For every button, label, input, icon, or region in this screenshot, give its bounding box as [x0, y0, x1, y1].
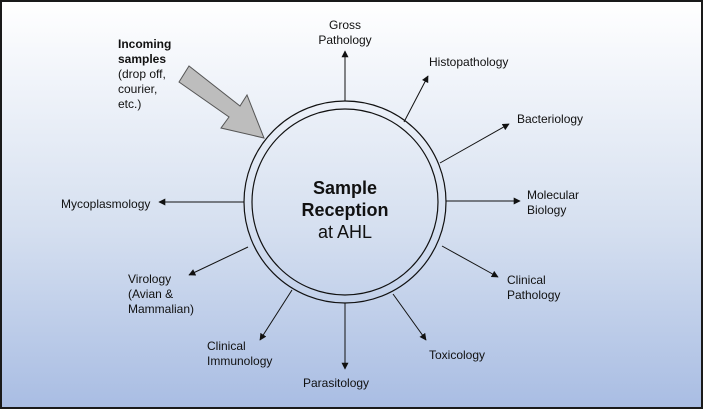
incoming-samples-arrow	[178, 65, 265, 139]
label-virology: Virology (Avian & Mammalian)	[128, 272, 194, 317]
label-line: Molecular	[527, 188, 580, 202]
arrow-clinical-pathology	[441, 245, 499, 278]
label-line: Mycoplasmology	[61, 197, 151, 211]
label-line: Bacteriology	[517, 112, 584, 126]
arrow-virology	[188, 246, 249, 276]
label-line: Clinical	[507, 273, 546, 287]
label-gross-pathology: Gross Pathology	[307, 18, 383, 48]
label-line: Pathology	[507, 288, 561, 302]
center-title-line3: at AHL	[317, 222, 373, 242]
arrow-bacteriology	[439, 123, 510, 164]
label-mycoplasmology: Mycoplasmology	[61, 197, 150, 212]
label-line: Pathology	[318, 33, 372, 47]
center-label: Sample Reception at AHL	[285, 177, 405, 243]
label-clinical-immunology: Clinical Immunology	[207, 339, 272, 369]
label-line: Histopathology	[429, 55, 509, 69]
incoming-title-line1: Incoming	[118, 37, 172, 51]
label-line: Gross	[328, 18, 361, 32]
center-title-line1: Sample	[312, 178, 378, 198]
incoming-detail-line2: courier,	[118, 82, 158, 96]
label-molecular-biology: Molecular Biology	[527, 188, 579, 218]
incoming-samples-label: Incoming samples (drop off, courier, etc…	[118, 37, 171, 112]
label-line: Clinical	[207, 339, 246, 353]
label-histopathology: Histopathology	[429, 55, 508, 70]
arrow-histopathology	[403, 75, 429, 123]
incoming-detail-line3: etc.)	[118, 97, 142, 111]
label-clinical-pathology: Clinical Pathology	[507, 273, 560, 303]
label-toxicology: Toxicology	[429, 348, 485, 363]
arrow-clinical-immunology	[259, 289, 293, 341]
label-line: Biology	[527, 203, 567, 217]
label-line: Parasitology	[303, 376, 370, 390]
incoming-title-line2: samples	[118, 52, 167, 66]
label-bacteriology: Bacteriology	[517, 112, 583, 127]
incoming-detail-line1: (drop off,	[118, 67, 166, 81]
label-parasitology: Parasitology	[303, 376, 369, 391]
arrow-toxicology	[392, 293, 427, 341]
label-line: (Avian &	[128, 287, 174, 301]
center-title-line2: Reception	[301, 200, 389, 220]
label-line: Virology	[128, 272, 172, 286]
label-line: Toxicology	[429, 348, 486, 362]
reception-ring-inner	[251, 108, 439, 296]
label-line: Mammalian)	[128, 302, 195, 316]
label-line: Immunology	[207, 354, 273, 368]
